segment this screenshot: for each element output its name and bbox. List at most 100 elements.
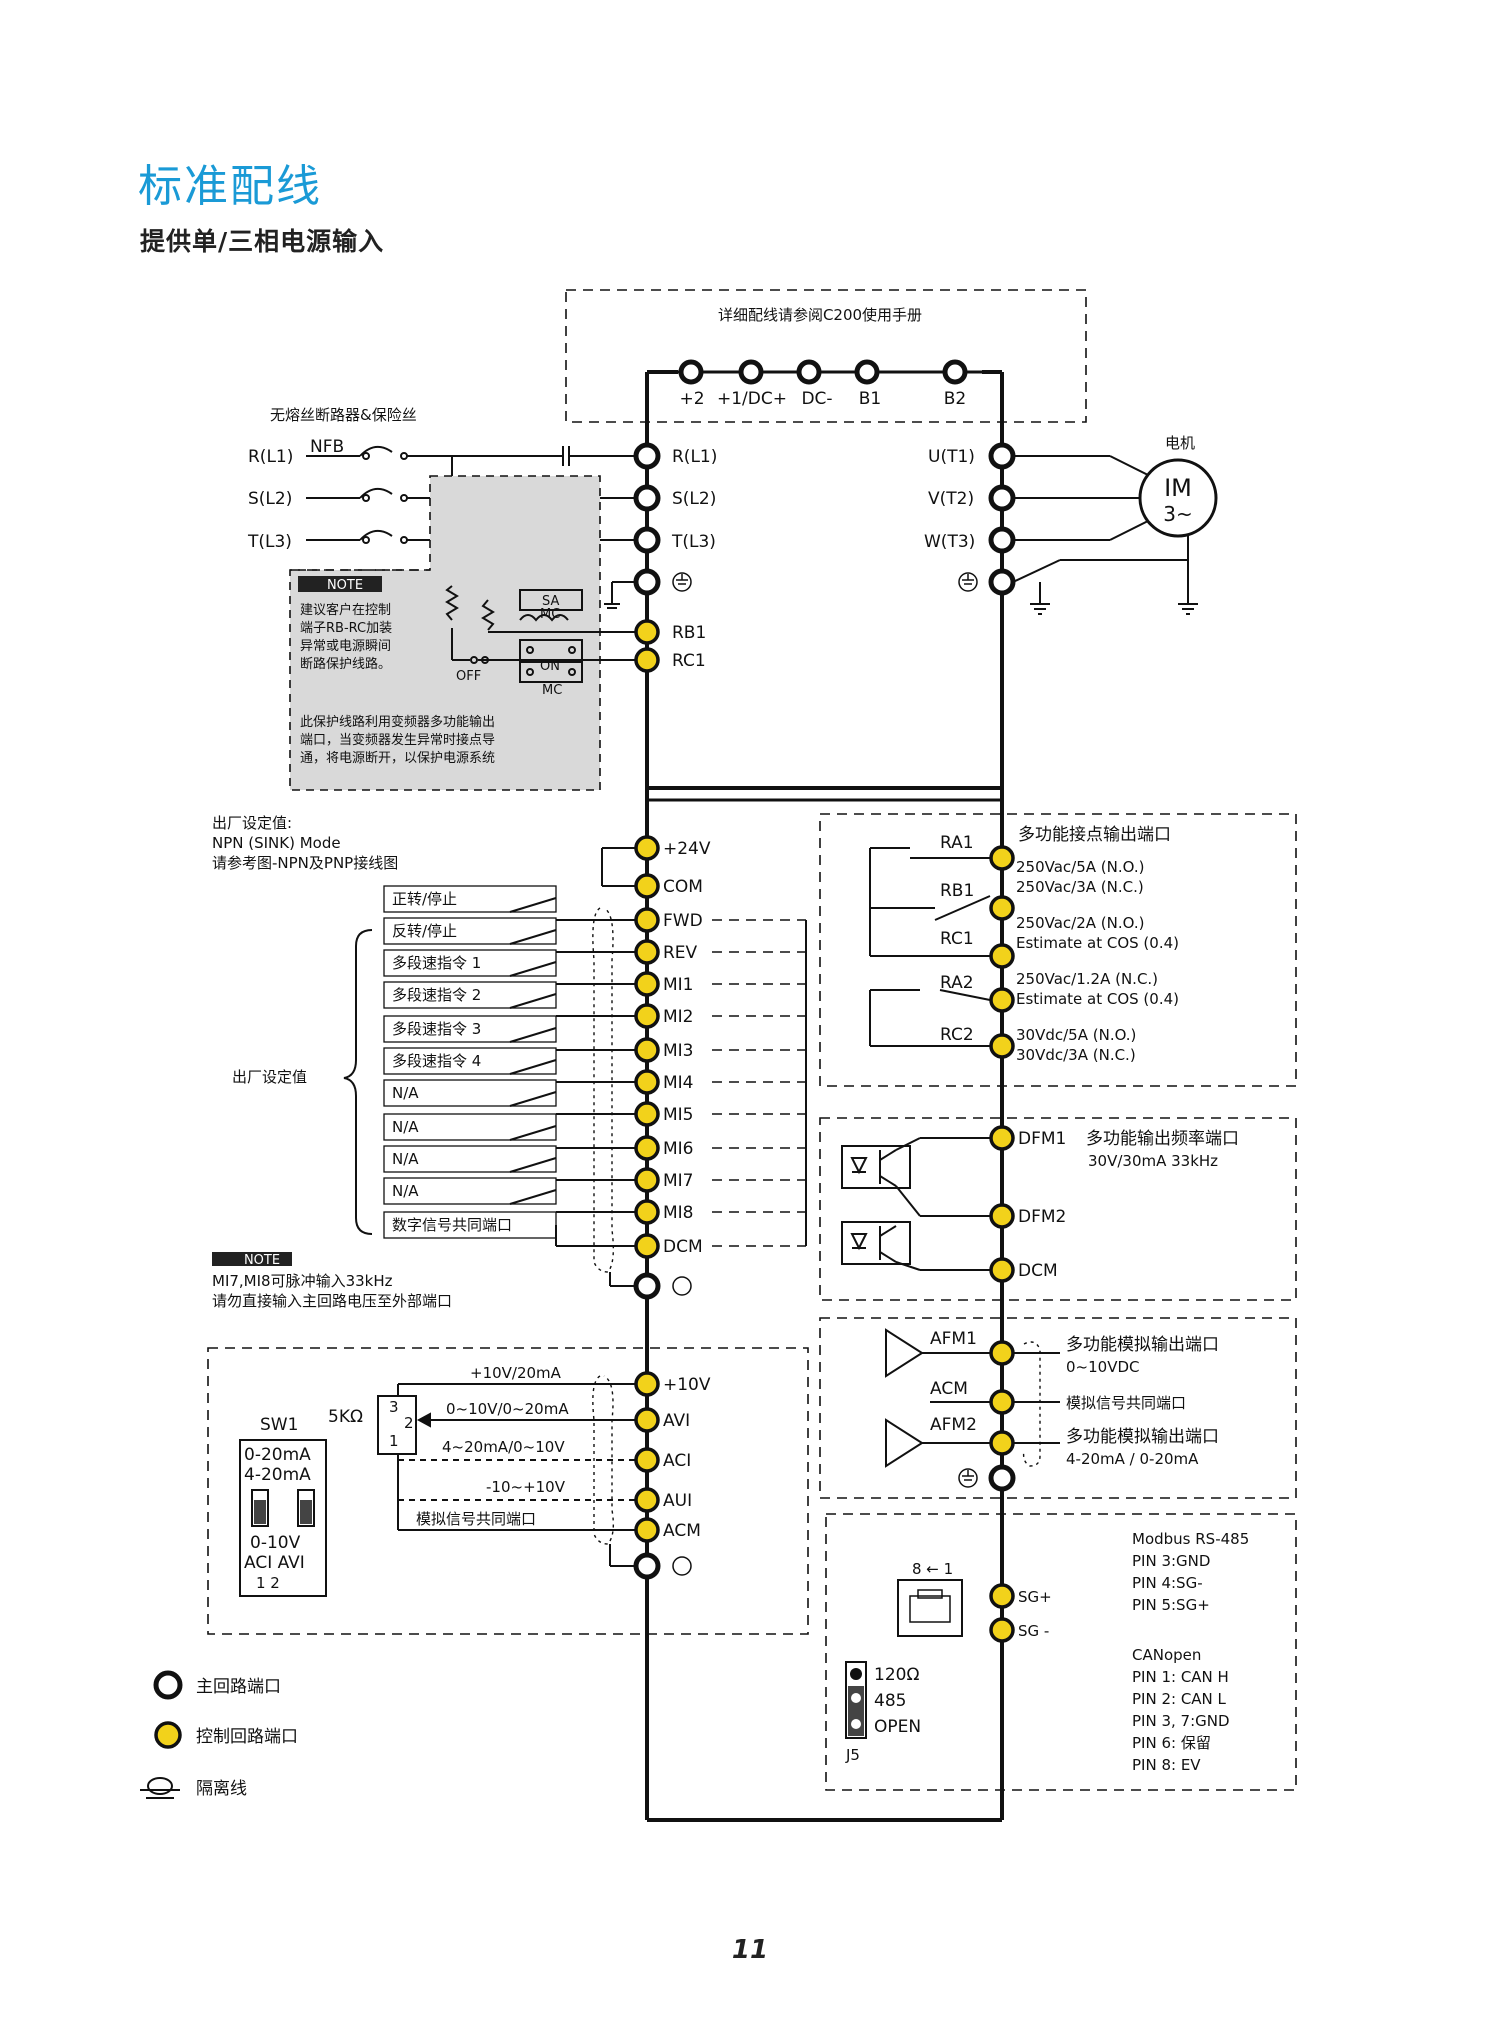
terminal-acm-out[interactable]: [989, 1389, 1015, 1415]
jumper-label-open: OPEN: [874, 1717, 921, 1737]
relay-term-rc2: RC2: [940, 1025, 974, 1045]
terminal-s-l2[interactable]: [633, 484, 661, 512]
wire-label-acm: 模拟信号共同端口: [416, 1510, 536, 1528]
terminal-ground-aout[interactable]: [988, 1464, 1016, 1492]
terminal-rc2[interactable]: [989, 1033, 1015, 1059]
digital-terminal[interactable]: [634, 1233, 660, 1259]
note-icon-digital: [212, 1252, 292, 1266]
terminal-plus2[interactable]: [678, 359, 704, 385]
ground-symbol-aout: [958, 1468, 978, 1488]
analog-terminal[interactable]: [634, 1407, 660, 1433]
factory-line-2: NPN (SINK) Mode: [212, 834, 341, 852]
digital-note-2: 请勿直接输入主回路电压至外部端口: [212, 1292, 452, 1310]
switch-contact[interactable]: [509, 1091, 557, 1107]
terminal-ground-input[interactable]: [633, 568, 661, 596]
terminal-ra2[interactable]: [989, 987, 1015, 1013]
aout-term-afm1: AFM1: [930, 1329, 977, 1349]
terminal-u-t1[interactable]: [988, 442, 1016, 470]
switch-contact[interactable]: [509, 1125, 557, 1141]
terminal-dcm-pulse[interactable]: [989, 1257, 1015, 1283]
sw1-title: SW1: [260, 1415, 298, 1435]
switch-contact[interactable]: [509, 1157, 557, 1173]
terminal-t-l3[interactable]: [633, 526, 661, 554]
afm2-range: 4-20mA / 0-20mA: [1066, 1450, 1199, 1468]
terminal-v-t2[interactable]: [988, 484, 1016, 512]
relay-dashed-box: [819, 813, 1297, 1087]
terminal-rb1-power[interactable]: [634, 619, 660, 645]
switch-contact[interactable]: [509, 897, 557, 913]
terminal-rb1[interactable]: [989, 895, 1015, 921]
digital-terminal[interactable]: [634, 939, 660, 965]
digital-terminal[interactable]: [634, 873, 660, 899]
wire-label-10v: +10V/20mA: [470, 1364, 562, 1382]
switch-contact[interactable]: [509, 1027, 557, 1043]
terminal-ground-digital[interactable]: [633, 1272, 661, 1300]
page-number: 11: [731, 1935, 769, 1965]
terminal-b1[interactable]: [854, 359, 880, 385]
rj45-port-icon[interactable]: [897, 1579, 963, 1637]
terminal-dfm1[interactable]: [989, 1125, 1015, 1151]
digital-terminal-label: MI4: [663, 1073, 694, 1093]
canopen-line-3: PIN 2: CAN L: [1132, 1690, 1227, 1708]
terminal-sg-plus[interactable]: [989, 1583, 1015, 1609]
digital-terminal[interactable]: [634, 835, 660, 861]
mc-label: MC: [540, 607, 560, 622]
terminal-plus1-dcplus[interactable]: [738, 359, 764, 385]
relay-spec-1: 250Vac/5A (N.O.): [1016, 858, 1144, 876]
digital-terminal[interactable]: [634, 907, 660, 933]
relay-term-rb1b: RB1: [940, 881, 974, 901]
digital-terminal-label: MI5: [663, 1105, 694, 1125]
digital-terminal[interactable]: [634, 1069, 660, 1095]
on-label: ON: [540, 659, 560, 674]
digital-terminal[interactable]: [634, 1101, 660, 1127]
relay-term-ra2: RA2: [940, 973, 974, 993]
terminal-w-t3[interactable]: [988, 526, 1016, 554]
dc-label-b1: B1: [859, 389, 881, 409]
input-label-t: T(L3): [247, 532, 292, 552]
digital-terminal[interactable]: [634, 1003, 660, 1029]
switch-contact[interactable]: [509, 1059, 557, 1075]
terminal-r-l1[interactable]: [633, 442, 661, 470]
digital-terminal[interactable]: [634, 971, 660, 997]
analog-terminal[interactable]: [634, 1517, 660, 1543]
terminal-ground-output[interactable]: [988, 568, 1016, 596]
legend-control-terminal-icon: [154, 1721, 182, 1749]
analog-terminal[interactable]: [634, 1447, 660, 1473]
jumper-j5[interactable]: [845, 1661, 867, 1739]
afm2-title: 多功能模拟输出端口: [1066, 1427, 1219, 1447]
note1-line-1: 建议客户在控制: [300, 602, 391, 618]
terminal-ra1[interactable]: [989, 845, 1015, 871]
canopen-line-4: PIN 3, 7:GND: [1132, 1712, 1230, 1730]
terminal-afm1[interactable]: [989, 1340, 1015, 1366]
digital-terminal-label: MI7: [663, 1171, 694, 1191]
drive-input-s: S(L2): [672, 489, 716, 509]
terminal-b2[interactable]: [942, 359, 968, 385]
pulse-spec: 30V/30mA 33kHz: [1088, 1152, 1218, 1170]
digital-terminal[interactable]: [634, 1199, 660, 1225]
relay-spec-6: Estimate at COS (0.4): [1016, 990, 1179, 1008]
digital-terminal[interactable]: [634, 1135, 660, 1161]
terminal-rc1[interactable]: [989, 943, 1015, 969]
note-icon: [298, 576, 382, 592]
digital-terminal[interactable]: [634, 1167, 660, 1193]
analog-terminal[interactable]: [634, 1487, 660, 1513]
relay-spec-4: Estimate at COS (0.4): [1016, 934, 1179, 952]
aout-term-acm: ACM: [930, 1379, 968, 1399]
analog-terminal[interactable]: [634, 1371, 660, 1397]
switch-contact[interactable]: [509, 1189, 557, 1205]
terminal-dc-minus[interactable]: [796, 359, 822, 385]
terminal-sg-minus[interactable]: [989, 1617, 1015, 1643]
terminal-afm2[interactable]: [989, 1430, 1015, 1456]
pulse-term-dcm: DCM: [1018, 1261, 1058, 1281]
switch-contact[interactable]: [509, 961, 557, 977]
switch-contact[interactable]: [509, 993, 557, 1009]
page-subtitle: 提供单/三相电源输入: [140, 227, 385, 256]
ground-symbol-input: [672, 572, 692, 592]
terminal-dfm2[interactable]: [989, 1203, 1015, 1229]
switch-label: 多段速指令 1: [392, 954, 481, 972]
terminal-ground-analog[interactable]: [633, 1552, 661, 1580]
terminal-rc1-power[interactable]: [634, 647, 660, 673]
digital-terminal[interactable]: [634, 1037, 660, 1063]
switch-contact[interactable]: [509, 929, 557, 945]
analog-wiring: [377, 1383, 636, 1531]
